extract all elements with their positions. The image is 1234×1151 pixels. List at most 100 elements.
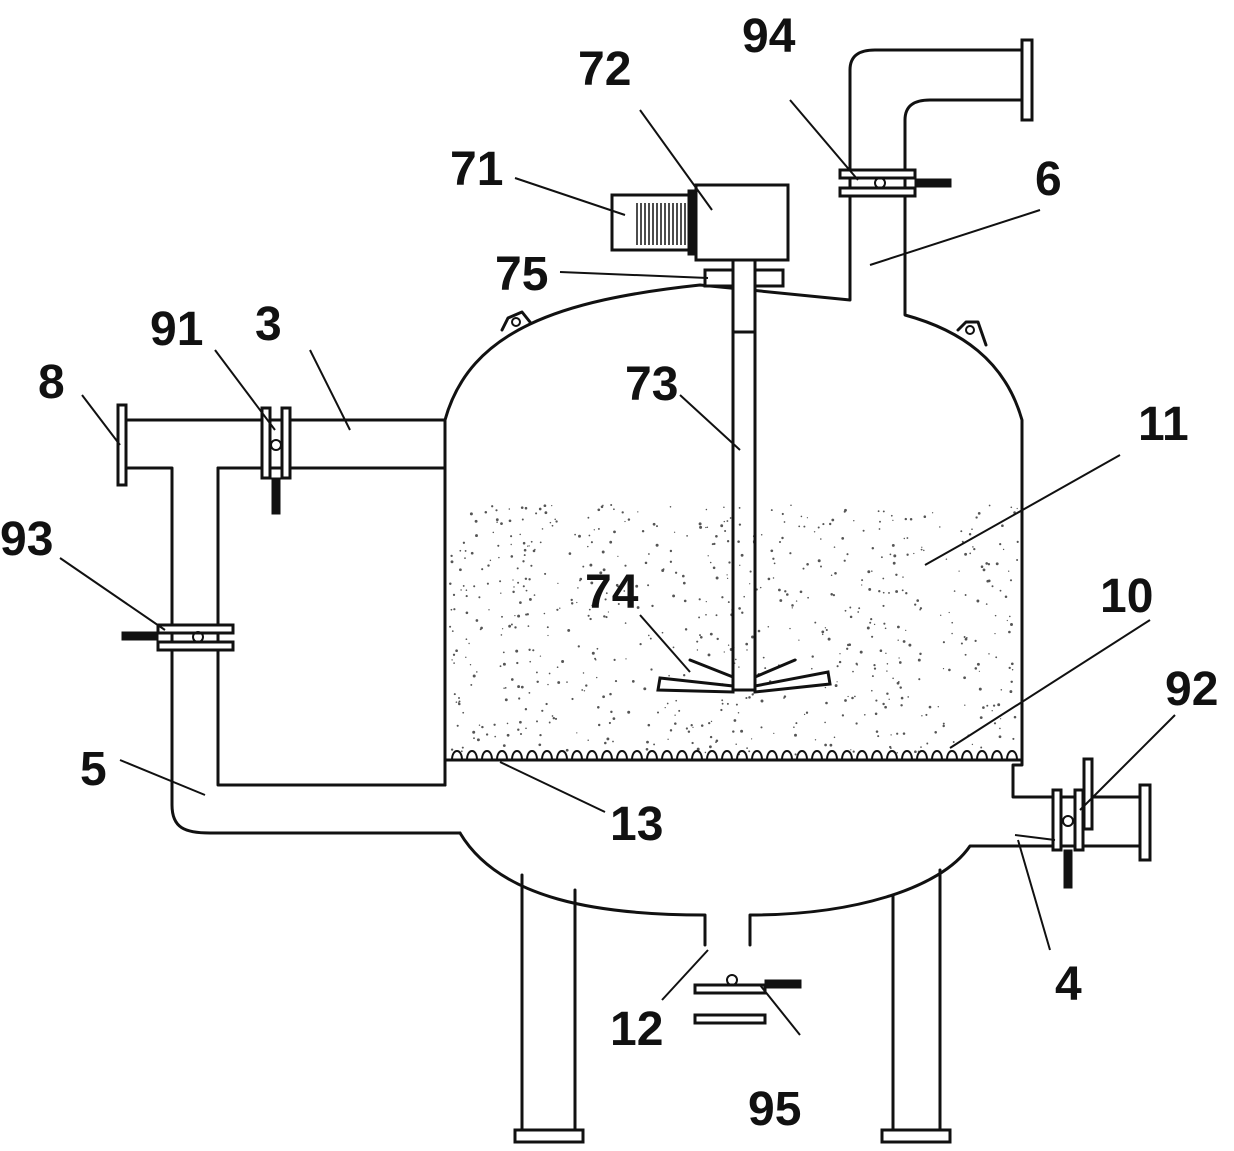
particle — [798, 525, 801, 528]
particle — [548, 721, 551, 724]
particle — [879, 649, 883, 652]
particle — [926, 742, 929, 745]
particle — [1002, 548, 1005, 551]
filter-bump — [601, 750, 613, 761]
particle — [519, 720, 522, 724]
particle — [469, 664, 472, 666]
particle — [699, 634, 701, 637]
particle — [877, 510, 880, 513]
motor-cooling-fins — [636, 203, 686, 245]
particle — [578, 534, 581, 538]
particle — [820, 565, 822, 568]
particle — [705, 508, 708, 511]
particle — [576, 601, 578, 604]
particle — [625, 658, 627, 660]
particle — [656, 711, 660, 714]
label-12: 12 — [610, 1003, 663, 1056]
particle — [942, 722, 945, 725]
particle — [979, 716, 983, 719]
particle — [453, 608, 456, 611]
particle — [733, 719, 737, 722]
particle — [713, 542, 716, 546]
particle — [574, 533, 576, 536]
particle — [721, 699, 724, 702]
particle — [985, 603, 988, 605]
particle — [596, 647, 599, 650]
particle — [767, 577, 771, 581]
particle — [499, 665, 502, 668]
filter-bump — [901, 750, 913, 761]
particle — [836, 681, 838, 683]
particle — [918, 678, 921, 681]
particle — [517, 728, 520, 731]
particle — [898, 657, 900, 659]
particle — [917, 658, 921, 662]
particle — [732, 730, 735, 733]
particle — [901, 589, 904, 592]
particle — [1008, 630, 1011, 634]
particle — [515, 649, 519, 653]
particle — [964, 653, 967, 656]
particle — [460, 589, 462, 591]
particle — [549, 521, 552, 524]
particle — [896, 752, 898, 754]
particle — [472, 674, 476, 678]
particle — [709, 735, 713, 739]
particle — [963, 676, 966, 680]
particle — [608, 721, 611, 725]
particle — [824, 686, 827, 689]
particle — [986, 579, 989, 583]
particle — [708, 721, 711, 725]
particle — [723, 520, 726, 523]
particle — [889, 747, 892, 749]
particle — [696, 747, 700, 751]
particle — [510, 555, 514, 558]
particle — [524, 577, 528, 581]
particle — [882, 604, 885, 607]
particle — [897, 625, 900, 629]
particle — [995, 562, 999, 566]
filter-bump — [496, 750, 508, 761]
particle — [773, 732, 775, 735]
particle — [1010, 680, 1013, 684]
particle — [830, 593, 833, 596]
particle — [581, 689, 584, 691]
valve-92 — [1051, 757, 1094, 889]
particle — [606, 737, 610, 741]
filter-bump — [481, 750, 493, 761]
particle — [517, 614, 521, 618]
particle — [726, 540, 730, 543]
motor — [610, 189, 697, 256]
particle — [616, 585, 619, 588]
particle — [961, 540, 964, 543]
particle — [582, 672, 585, 674]
particle — [666, 702, 669, 705]
particle — [995, 656, 998, 659]
particle — [453, 693, 456, 696]
label-74: 74 — [585, 566, 639, 619]
particle — [617, 555, 619, 558]
particle — [709, 632, 713, 636]
particle — [516, 661, 519, 665]
particle — [1016, 540, 1019, 543]
particle — [527, 625, 530, 627]
particle — [465, 656, 467, 659]
particle — [905, 592, 908, 595]
filter-bump — [946, 750, 958, 761]
label-6: 6 — [1035, 153, 1062, 206]
particle — [589, 617, 592, 621]
particle — [715, 576, 719, 580]
particle — [992, 704, 996, 707]
particle — [873, 667, 877, 670]
particle — [739, 564, 741, 566]
particle — [502, 662, 506, 666]
particle — [450, 608, 453, 611]
particle — [532, 649, 535, 652]
particle — [610, 710, 613, 714]
label-11: 11 — [1138, 398, 1189, 451]
particle — [644, 561, 648, 565]
particle — [857, 611, 860, 613]
particle — [704, 751, 707, 754]
particle — [846, 553, 849, 556]
particle — [772, 557, 775, 560]
